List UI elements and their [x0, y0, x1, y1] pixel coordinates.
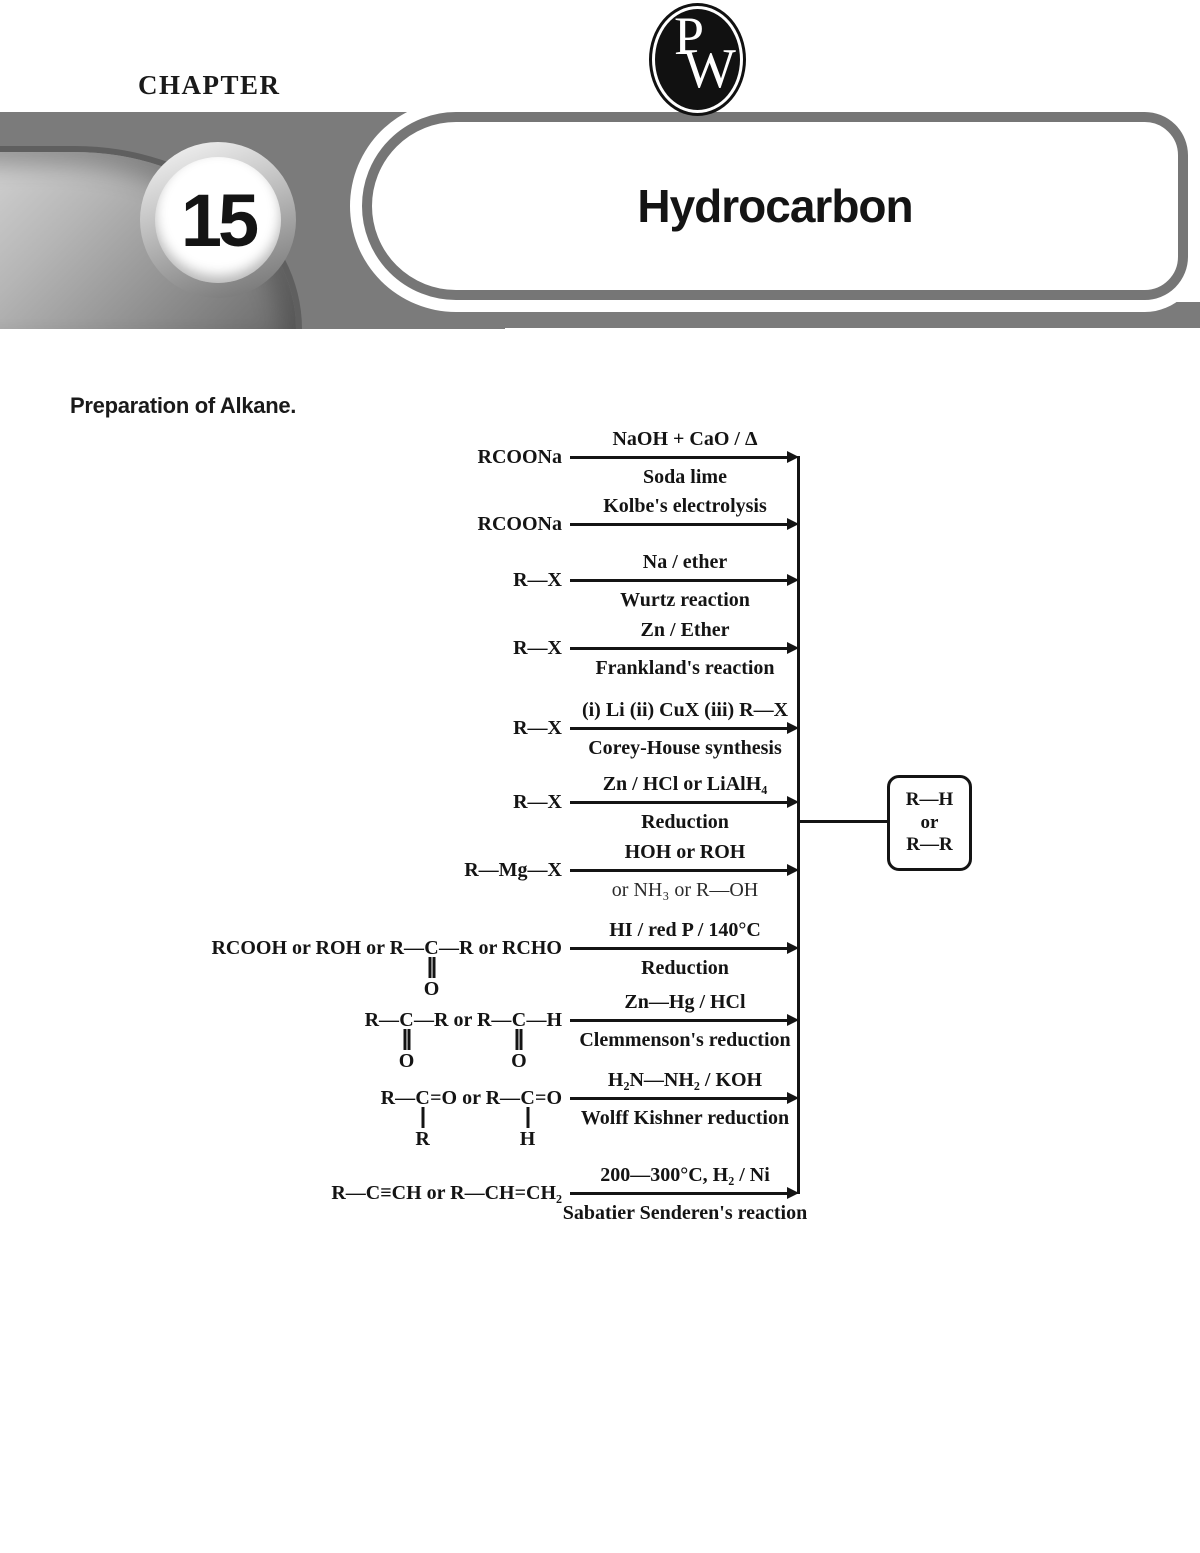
product-line: R—H: [905, 788, 954, 810]
substituent-atom: R: [415, 1128, 430, 1150]
reaction-name-label: Reduction: [641, 811, 729, 833]
reaction-name-label: Corey-House synthesis: [588, 737, 782, 759]
reactant-label: R—X: [513, 637, 562, 659]
reaction-name-label: Wurtz reaction: [620, 589, 750, 611]
reactant-label: R—Mg—X: [464, 859, 562, 881]
reaction-name-label: Frankland's reaction: [595, 657, 775, 679]
reaction-arrow: [570, 722, 799, 733]
reagent-label: HOH or ROH: [624, 841, 746, 863]
product-line: or: [920, 811, 939, 833]
double-bond-icon: [403, 1029, 411, 1050]
pw-logo-icon: P W: [649, 3, 746, 116]
reagent-label: NaOH + CaO / Δ: [612, 428, 758, 450]
substituent-atom: O: [423, 978, 440, 1000]
chapter-number-circle: 15: [155, 157, 281, 283]
double-bond-icon: [515, 1029, 523, 1050]
chapter-number: 15: [180, 178, 259, 262]
substituent-atom: H: [519, 1128, 536, 1150]
double-bond-icon: [428, 957, 436, 978]
product-connector-line: [799, 820, 887, 823]
reactant-label: R—C≡CH or R—CH=CH₂: [331, 1182, 562, 1204]
reagent-label: Zn / HCl or LiAlH₄: [602, 773, 768, 795]
reaction-name-label: Wolff Kishner reduction: [580, 1107, 790, 1129]
reactant-label: R—X: [513, 569, 562, 591]
reagent-label: Zn / Ether: [640, 619, 730, 641]
reaction-arrow: [570, 451, 799, 462]
reaction-arrow: [570, 1187, 799, 1198]
reaction-name-label: Soda lime: [643, 466, 727, 488]
section-heading: Preparation of Alkane.: [70, 393, 297, 418]
chapter-title-banner: Hydrocarbon: [362, 112, 1188, 300]
reactant-label: R—X: [513, 791, 562, 813]
reagent-label: 200—300°C, H₂ / Ni: [600, 1164, 770, 1186]
reaction-arrow: [570, 642, 799, 653]
single-bond-icon: [421, 1107, 425, 1128]
reactant-label: R—X: [513, 717, 562, 739]
chapter-title: Hydrocarbon: [637, 180, 913, 232]
pw-logo-disc: P W: [655, 9, 740, 110]
substituent-atom: O: [398, 1050, 415, 1072]
reagent-label: Zn—Hg / HCl: [624, 991, 746, 1013]
reactant-label: RCOONa: [477, 446, 562, 468]
reaction-arrow: [570, 942, 799, 953]
reaction-name-label: or NH₃ or R—OH: [611, 879, 759, 901]
reaction-arrow: [570, 1014, 799, 1025]
collector-line: [797, 456, 800, 1194]
reagent-label: Kolbe's electrolysis: [603, 495, 767, 517]
reaction-name-label: Clemmenson's reduction: [579, 1029, 791, 1051]
product-line: R—R: [906, 834, 953, 856]
reagent-label: (i) Li (ii) CuX (iii) R—X: [581, 699, 789, 721]
reaction-arrow: [570, 574, 799, 585]
reaction-arrow: [570, 796, 799, 807]
chapter-label: CHAPTER: [138, 70, 281, 100]
reagent-label: Na / ether: [642, 551, 728, 573]
reagent-label: HI / red P / 140°C: [609, 919, 761, 941]
reaction-arrow: [570, 1092, 799, 1103]
single-bond-icon: [526, 1107, 530, 1128]
reactant-label: RCOONa: [477, 513, 562, 535]
product-box: R—H or R—R: [887, 775, 972, 871]
substituent-atom: O: [511, 1050, 527, 1072]
reaction-arrow: [570, 518, 799, 529]
reagent-label: H₂N—NH₂ / KOH: [607, 1069, 763, 1091]
reaction-name-label: Sabatier Senderen's reaction: [562, 1202, 808, 1224]
reaction-name-label: Reduction: [641, 957, 729, 979]
pw-logo-letter-p: P: [674, 9, 705, 66]
chapter-number-badge: 15: [140, 142, 296, 298]
pw-logo-letter-w: W: [683, 38, 736, 100]
pw-logo-ring: P W: [649, 3, 746, 116]
reaction-arrow: [570, 864, 799, 875]
